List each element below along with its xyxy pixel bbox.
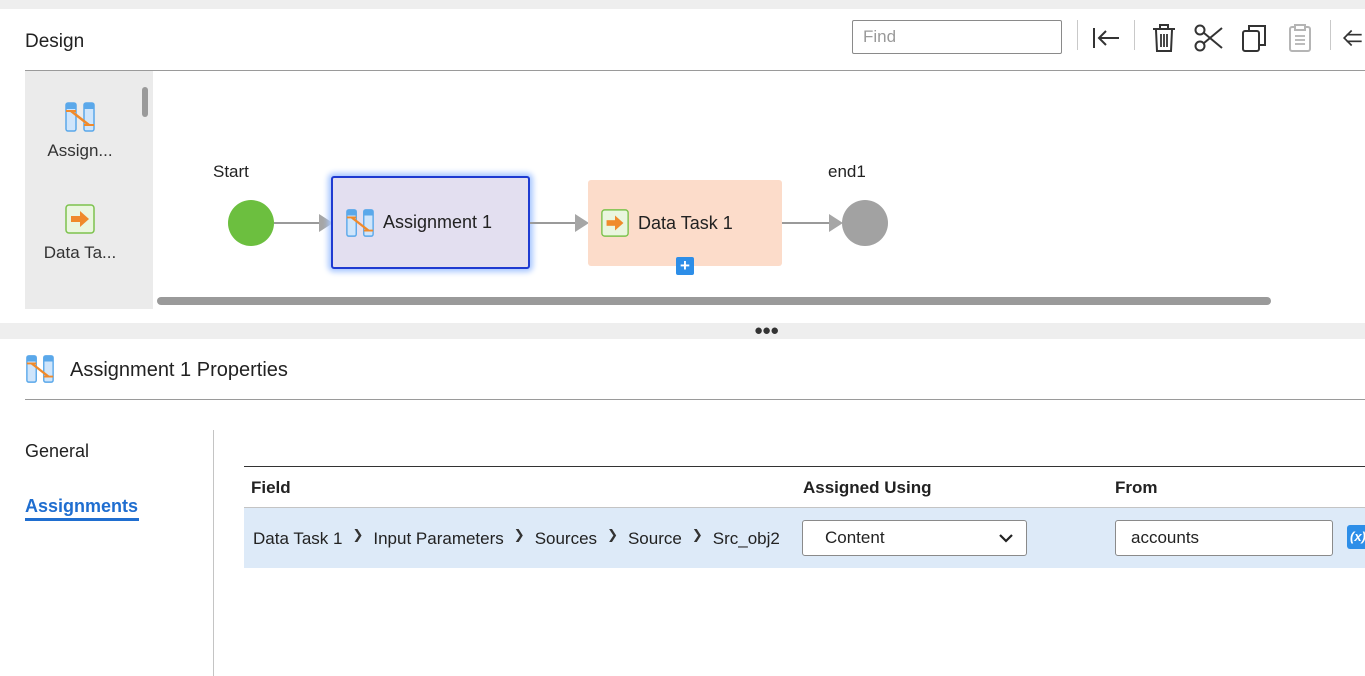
breadcrumb-item: Sources xyxy=(534,529,598,548)
data-task-node-label: Data Task 1 xyxy=(638,212,733,233)
design-title: Design xyxy=(25,31,85,52)
connector-arrow xyxy=(575,214,589,232)
assignment-icon xyxy=(65,102,95,132)
trash-icon xyxy=(1153,24,1175,52)
palette-item-label: Assign... xyxy=(47,141,113,160)
chevron-right-icon: ❯ xyxy=(691,527,703,542)
back-arrow-icon xyxy=(1342,29,1362,47)
assignment-node-label: Assignment 1 xyxy=(383,212,493,232)
scissors-icon xyxy=(1194,24,1223,52)
delete-button[interactable] xyxy=(1147,20,1181,56)
data-task-node[interactable]: Data Task 1 xyxy=(588,180,782,266)
toolbar-separator xyxy=(1134,20,1135,50)
toolbar-separator xyxy=(1077,20,1078,50)
chevron-down-icon xyxy=(999,534,1013,543)
assigned-using-select[interactable]: Content xyxy=(802,520,1027,556)
palette-scrollbar[interactable] xyxy=(142,87,148,117)
start-label: Start xyxy=(213,162,249,181)
palette-item-label: Data Ta... xyxy=(43,243,117,262)
data-task-icon xyxy=(601,209,629,237)
active-tab-indicator xyxy=(25,518,139,521)
chevron-right-icon: ❯ xyxy=(607,527,618,542)
toolbar-separator xyxy=(1330,20,1331,50)
copy-icon xyxy=(1242,25,1266,52)
connector xyxy=(782,222,832,224)
table-header-divider xyxy=(244,507,1365,508)
column-header-field: Field xyxy=(251,478,291,497)
end-node[interactable] xyxy=(842,200,888,246)
palette-item-data-task[interactable]: Data Ta... xyxy=(25,203,135,263)
breadcrumb-item: Input Parameters xyxy=(373,529,504,548)
copy-button[interactable] xyxy=(1237,20,1271,56)
connector xyxy=(530,222,580,224)
assignment-icon xyxy=(346,208,374,237)
connector xyxy=(274,222,324,224)
breadcrumb-item: Src_obj2 xyxy=(712,529,780,548)
palette-item-assignment[interactable]: Assign... xyxy=(25,101,135,161)
breadcrumb-item: Source xyxy=(627,529,682,548)
step-palette: Assign... Data Ta... xyxy=(25,71,153,309)
chevron-right-icon: ❯ xyxy=(513,527,525,542)
table-top-border xyxy=(244,466,1365,467)
assigned-using-value: Content xyxy=(825,528,885,547)
collapse-left-icon xyxy=(1093,28,1119,48)
column-header-from: From xyxy=(1115,478,1158,497)
tab-general[interactable]: General xyxy=(25,441,90,461)
field-path-breadcrumb: Data Task 1 ❯ Input Parameters ❯ Sources… xyxy=(253,527,780,549)
tab-assignments[interactable]: Assignments xyxy=(25,496,139,516)
canvas-horizontal-scrollbar[interactable] xyxy=(157,297,1271,305)
connector-arrow xyxy=(829,214,843,232)
paste-button[interactable] xyxy=(1283,20,1317,56)
chevron-right-icon: ❯ xyxy=(352,527,364,542)
from-value-input[interactable] xyxy=(1115,520,1333,556)
header-divider xyxy=(25,70,1365,71)
properties-divider xyxy=(25,399,1365,400)
back-button[interactable] xyxy=(1340,20,1365,56)
paste-icon xyxy=(1289,24,1311,52)
properties-title: Assignment 1 Properties xyxy=(70,359,288,381)
collapse-left-button[interactable] xyxy=(1089,20,1123,56)
assignment-icon xyxy=(26,355,54,383)
partial-palette-icon xyxy=(73,303,87,309)
top-strip xyxy=(0,0,1365,9)
assignment-node[interactable]: Assignment 1 xyxy=(331,176,530,269)
expression-button[interactable]: (x) xyxy=(1347,525,1365,549)
data-task-icon xyxy=(65,204,95,234)
breadcrumb-item: Data Task 1 xyxy=(253,529,343,548)
find-input[interactable] xyxy=(852,20,1062,54)
panel-splitter[interactable]: ●●● xyxy=(0,323,1365,339)
cut-button[interactable] xyxy=(1192,20,1226,56)
side-nav-divider xyxy=(213,430,214,676)
start-node[interactable] xyxy=(228,200,274,246)
column-header-assigned-using: Assigned Using xyxy=(803,478,932,497)
connector-arrow xyxy=(319,214,333,232)
end-label: end1 xyxy=(828,162,866,181)
drag-handle-icon: ●●● xyxy=(754,322,779,339)
add-step-button[interactable]: + xyxy=(676,257,694,275)
